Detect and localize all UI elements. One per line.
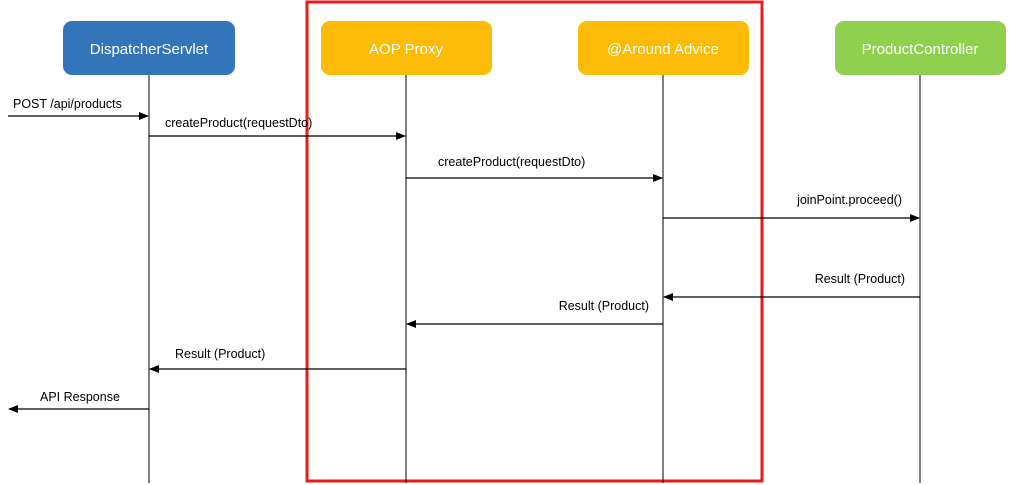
participant-proxy: AOP Proxy — [321, 21, 492, 75]
participant-box — [578, 21, 749, 75]
message-label: Result (Product) — [175, 347, 265, 361]
message-proxy-to-advice: createProduct(requestDto) — [406, 155, 663, 182]
message-label: createProduct(requestDto) — [438, 155, 585, 169]
message-label: POST /api/products — [13, 97, 122, 111]
message-dispatcher-to-proxy: createProduct(requestDto) — [149, 116, 406, 140]
message-label: Result (Product) — [815, 272, 905, 286]
message-label: Result (Product) — [559, 299, 649, 313]
participant-label: @Around Advice — [607, 41, 719, 58]
message-label: createProduct(requestDto) — [165, 116, 312, 130]
participant-box — [321, 21, 492, 75]
participant-dispatcher: DispatcherServlet — [63, 21, 235, 75]
participant-label: ProductController — [862, 41, 979, 58]
message-proxy-to-dispatcher: Result (Product) — [149, 347, 406, 373]
participant-controller: ProductController — [835, 21, 1006, 75]
lifelines — [148, 75, 921, 483]
message-response-out: API Response — [8, 390, 149, 413]
aop-highlight-frame — [305, 0, 764, 483]
participant-label: AOP Proxy — [369, 41, 443, 58]
message-label: joinPoint.proceed() — [796, 193, 902, 207]
participant-box — [63, 21, 235, 75]
message-request-in: POST /api/products — [8, 97, 149, 120]
message-controller-to-advice: Result (Product) — [663, 272, 920, 301]
participant-label: DispatcherServlet — [90, 41, 209, 58]
participant-advice: @Around Advice — [578, 21, 749, 75]
message-advice-to-proxy: Result (Product) — [406, 299, 663, 328]
message-advice-to-controller: joinPoint.proceed() — [663, 193, 920, 222]
message-label: API Response — [40, 390, 120, 404]
participant-box — [835, 21, 1006, 75]
